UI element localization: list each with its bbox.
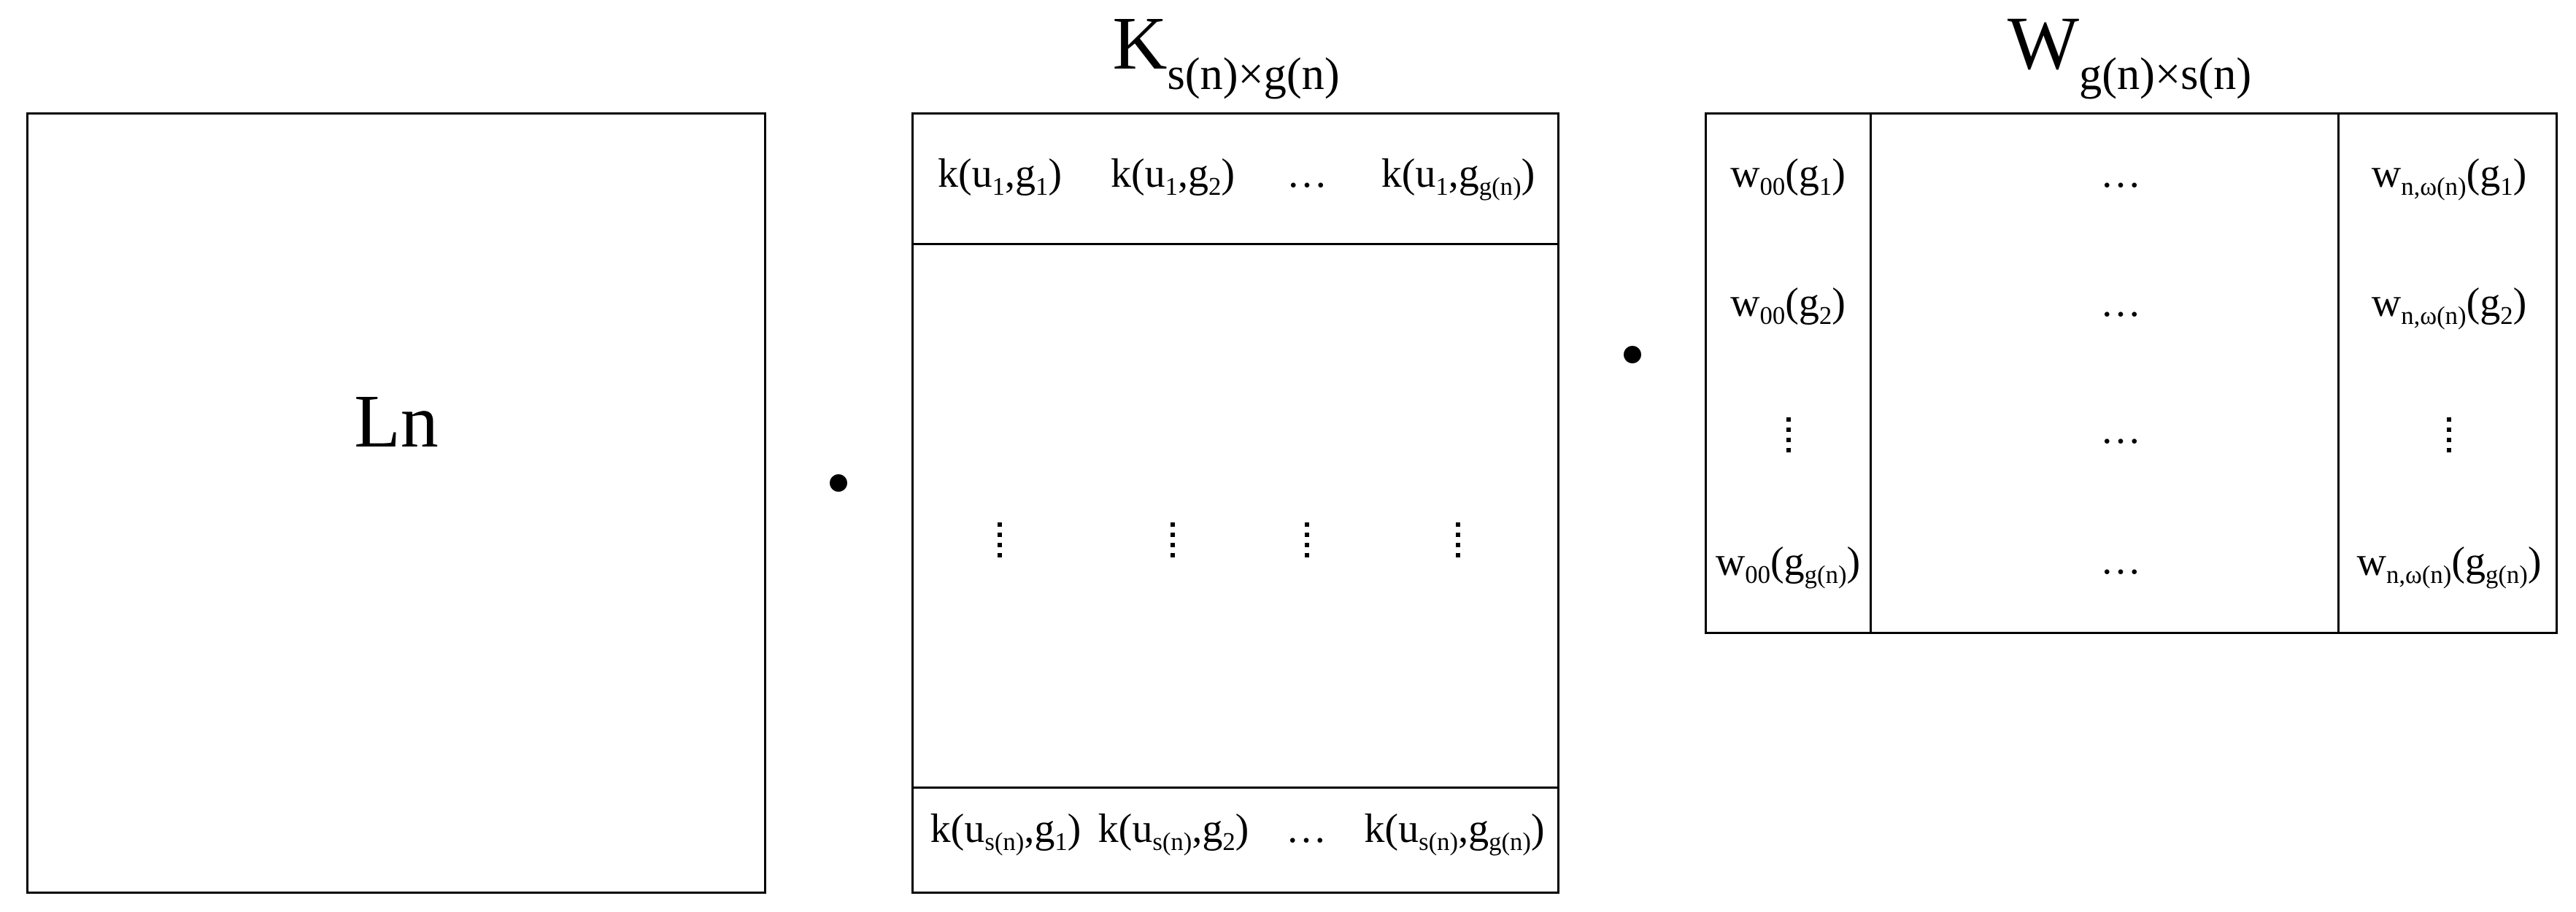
k-vdots-c3 <box>1305 522 1309 563</box>
w-cell-rlast-clast: wn,ω(n)(gg(n)) <box>2356 539 2542 590</box>
k-cell-r1-c2: k(u1,g2) <box>1110 151 1235 201</box>
multiply-dot-2 <box>1624 346 1641 363</box>
w-cell-r2-c1: w00(g2) <box>1730 280 1846 331</box>
k-row-divider-bottom <box>911 787 1559 789</box>
ln-matrix-box <box>26 112 766 894</box>
k-cell-r1-ellipsis: … <box>1287 151 1327 196</box>
k-cell-rlast-c2: k(us(n),g2) <box>1098 806 1249 857</box>
w-cell-r1-clast: wn,ω(n)(g1) <box>2371 151 2527 201</box>
k-matrix-box <box>911 112 1559 894</box>
w-title-subscript: g(n)×s(n) <box>2079 49 2252 100</box>
w-middle-ellipsis-r4: … <box>2100 538 2141 583</box>
k-cell-rlast-ellipsis: … <box>1286 806 1327 851</box>
w-middle-ellipsis-r3: … <box>2100 407 2141 452</box>
k-cell-r1-c1: k(u1,g1) <box>937 151 1063 201</box>
w-matrix-box <box>1705 112 2558 634</box>
w-cell-r1-c1: w00(g1) <box>1730 151 1846 201</box>
w-middle-ellipsis-r1: … <box>2100 151 2141 196</box>
w-matrix-title: Wg(n)×s(n) <box>2008 6 2251 97</box>
k-matrix-title: Ks(n)×g(n) <box>1112 6 1339 97</box>
k-row-divider-top <box>911 243 1559 245</box>
w-vdots-c1 <box>1786 417 1791 458</box>
k-cell-r1-clast: k(u1,gg(n)) <box>1381 151 1535 201</box>
w-title-base: W <box>2007 1 2079 85</box>
w-vdots-clast <box>2447 417 2451 458</box>
k-cell-rlast-clast: k(us(n),gg(n)) <box>1364 806 1545 857</box>
ln-matrix-label: Ln <box>354 379 439 463</box>
w-col-divider-left <box>1870 112 1872 634</box>
multiply-dot-1 <box>830 474 847 492</box>
w-col-divider-right <box>2337 112 2340 634</box>
k-cell-rlast-c1: k(us(n),g1) <box>930 806 1081 857</box>
w-cell-r2-clast: wn,ω(n)(g2) <box>2371 280 2527 331</box>
w-middle-ellipsis-r2: … <box>2100 280 2141 325</box>
k-vdots-c2 <box>1171 522 1175 563</box>
k-vdots-c1 <box>998 522 1002 563</box>
k-vdots-c4 <box>1456 522 1460 563</box>
k-title-base: K <box>1112 1 1168 85</box>
w-cell-rlast-c1: w00(gg(n)) <box>1715 539 1861 590</box>
k-title-subscript: s(n)×g(n) <box>1167 49 1340 100</box>
